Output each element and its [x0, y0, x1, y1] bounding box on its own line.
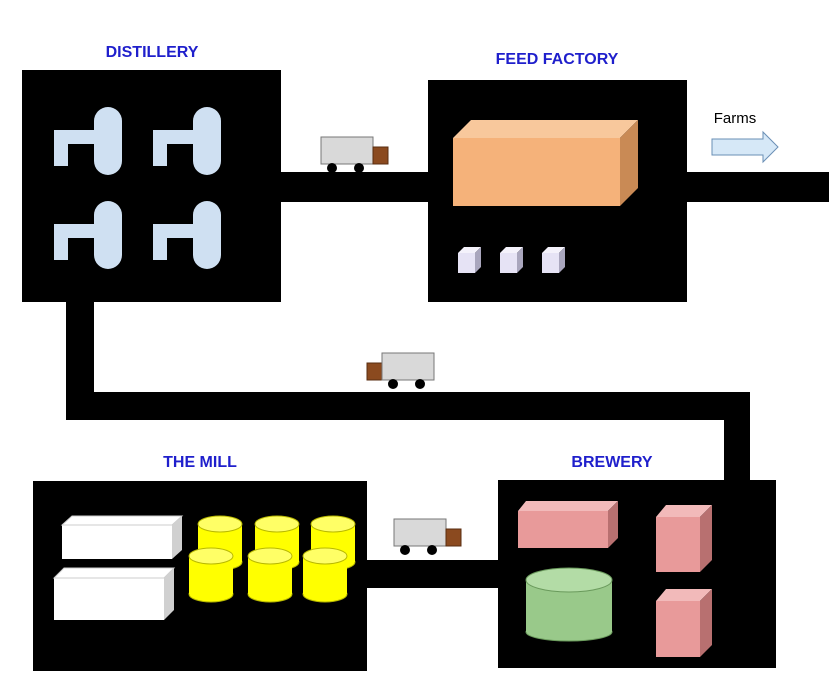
grain-drum-icon [247, 547, 293, 603]
road-horizontal-middle [66, 392, 750, 420]
truck-icon [320, 136, 389, 174]
road-feed-exit [685, 172, 829, 202]
truck-icon [366, 352, 435, 390]
farms-exit: Farms [711, 110, 779, 164]
distillery-box [22, 70, 281, 302]
truck-icon [393, 518, 462, 556]
feed-block-icon [453, 120, 638, 206]
brew-tank-icon [525, 567, 613, 642]
grain-drum-icon [302, 547, 348, 603]
sack-icon [52, 567, 176, 620]
farms-label: Farms [714, 110, 757, 127]
right-arrow-icon [711, 130, 779, 164]
distillery: DISTILLERY [22, 44, 281, 302]
feed-bag-icon [458, 247, 481, 273]
feed-factory: FEED FACTORY [428, 51, 687, 302]
feed-bag-icon [542, 247, 565, 273]
brewery-label: BREWERY [571, 454, 653, 471]
brew-crate-icon [656, 505, 712, 572]
mill-label: THE MILL [163, 454, 237, 471]
distillery-label: DISTILLERY [106, 44, 199, 61]
brewery: BREWERY [498, 454, 776, 668]
grain-drum-icon [188, 547, 234, 603]
the-mill: THE MILL [33, 454, 367, 671]
brew-block-icon [518, 501, 618, 548]
feed-bag-icon [500, 247, 523, 273]
sack-icon [60, 515, 184, 559]
brew-crate-icon [656, 589, 712, 657]
road-mill-brewery [362, 560, 502, 588]
road-brewery-up [724, 392, 750, 484]
feed-factory-label: FEED FACTORY [496, 51, 619, 68]
road-distillery-feed [278, 172, 432, 202]
